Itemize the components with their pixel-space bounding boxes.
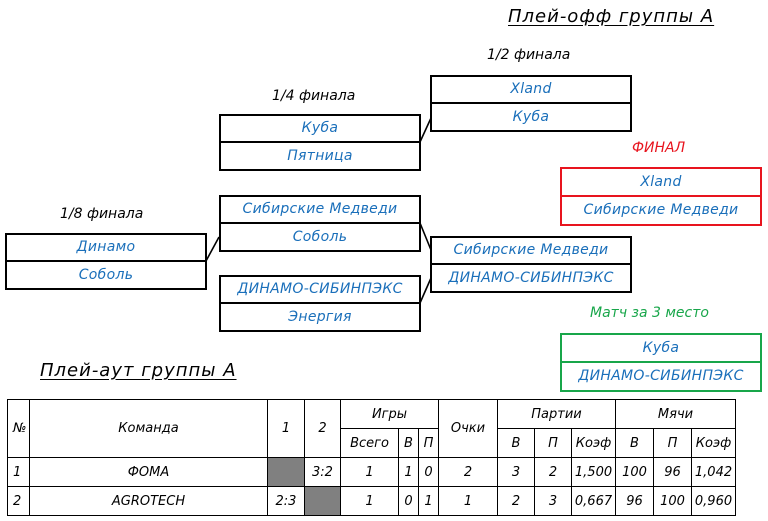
- row-games-w: 0: [398, 486, 419, 516]
- match-final-team1: Xland: [562, 169, 760, 197]
- row-balls-w: 100: [615, 457, 654, 487]
- playout-title: Плей-аут группы А: [40, 360, 237, 381]
- round-label-third: Матч за 3 место: [590, 305, 709, 321]
- header-games-l: П: [418, 428, 439, 458]
- connector-r16-qf2: [205, 236, 220, 262]
- header-points: Очки: [438, 399, 498, 458]
- row-self-cell: [304, 486, 341, 516]
- row-games-total: 1: [340, 486, 399, 516]
- match-sf2-team2: ДИНАМО-СИБИНПЭКС: [448, 269, 614, 286]
- connector-qf3-sf2: [419, 277, 432, 304]
- standings-table: № Команда 1 2 Игры Очки Партии Мячи Всег…: [7, 399, 736, 516]
- row-games-total: 1: [340, 457, 399, 487]
- row-team: ФОМА: [29, 457, 268, 487]
- match-qf3-team2: Энергия: [288, 308, 352, 325]
- match-r16: Динамо Соболь: [5, 233, 207, 290]
- connector-qf1-sf1: [419, 117, 432, 143]
- match-third-team2: ДИНАМО-СИБИНПЭКС: [578, 368, 744, 385]
- row-games-w: 1: [398, 457, 419, 487]
- header-games-w: В: [398, 428, 419, 458]
- match-third-team1: Куба: [562, 335, 760, 363]
- header-team: Команда: [29, 399, 268, 458]
- match-sf1-team1: Xland: [432, 77, 630, 104]
- row-games-l: 1: [418, 486, 439, 516]
- round-label-r16: 1/8 финала: [60, 206, 144, 222]
- match-qf2: Сибирские Медведи Соболь: [219, 195, 421, 252]
- row-balls-l: 96: [653, 457, 692, 487]
- match-qf1-team2: Пятница: [287, 147, 353, 164]
- row-sets-w: 2: [497, 486, 535, 516]
- header-balls-coef: Коэф: [691, 428, 736, 458]
- header-col-1: 1: [267, 399, 305, 458]
- header-games-total: Всего: [340, 428, 399, 458]
- row-sets-l: 3: [534, 486, 572, 516]
- header-sets-coef: Коэф: [571, 428, 616, 458]
- header-balls: Мячи: [615, 399, 736, 429]
- header-sets-w: В: [497, 428, 535, 458]
- match-qf1-team1: Куба: [221, 116, 419, 143]
- row-vs-2: 3:2: [304, 457, 341, 487]
- header-balls-w: В: [615, 428, 654, 458]
- row-balls-w: 96: [615, 486, 654, 516]
- round-label-final: ФИНАЛ: [632, 140, 686, 156]
- match-final-team2: Сибирские Медведи: [583, 202, 739, 219]
- match-third: Куба ДИНАМО-СИБИНПЭКС: [560, 333, 762, 392]
- row-points: 2: [438, 457, 498, 487]
- row-vs-1: 2:3: [267, 486, 305, 516]
- connector-qf2-sf2: [419, 222, 432, 251]
- row-balls-l: 100: [653, 486, 692, 516]
- match-qf2-team1: Сибирские Медведи: [221, 197, 419, 224]
- header-games: Игры: [340, 399, 439, 429]
- row-team: AGROTECH: [29, 486, 268, 516]
- match-r16-team2: Соболь: [78, 266, 134, 283]
- row-games-l: 0: [418, 457, 439, 487]
- match-qf3-team1: ДИНАМО-СИБИНПЭКС: [221, 277, 419, 304]
- playoff-title: Плей-офф группы А: [508, 6, 715, 27]
- row-num: 1: [7, 457, 30, 487]
- table-row: 2 AGROTECH 2:3 1 0 1 1 2 3 0,667 96 100 …: [7, 486, 736, 516]
- row-self-cell: [267, 457, 305, 487]
- round-label-qf: 1/4 финала: [272, 88, 356, 104]
- row-sets-l: 2: [534, 457, 572, 487]
- row-num: 2: [7, 486, 30, 516]
- match-qf1: Куба Пятница: [219, 114, 421, 171]
- header-sets: Партии: [497, 399, 616, 429]
- match-sf1: Xland Куба: [430, 75, 632, 132]
- table-row: 1 ФОМА 3:2 1 1 0 2 3 2 1,500 100 96 1,04…: [7, 457, 736, 487]
- header-balls-l: П: [653, 428, 692, 458]
- match-sf2: Сибирские Медведи ДИНАМО-СИБИНПЭКС: [430, 236, 632, 293]
- match-final: Xland Сибирские Медведи: [560, 167, 762, 226]
- match-qf3: ДИНАМО-СИБИНПЭКС Энергия: [219, 275, 421, 332]
- match-sf1-team2: Куба: [512, 108, 550, 125]
- row-sets-coef: 1,500: [571, 457, 616, 487]
- row-sets-coef: 0,667: [571, 486, 616, 516]
- row-sets-w: 3: [497, 457, 535, 487]
- header-col-2: 2: [304, 399, 341, 458]
- row-points: 1: [438, 486, 498, 516]
- header-num: №: [7, 399, 30, 458]
- match-qf2-team2: Соболь: [292, 228, 348, 245]
- match-sf2-team1: Сибирские Медведи: [432, 238, 630, 265]
- header-sets-l: П: [534, 428, 572, 458]
- match-r16-team1: Динамо: [7, 235, 205, 262]
- row-balls-coef: 1,042: [691, 457, 736, 487]
- row-balls-coef: 0,960: [691, 486, 736, 516]
- round-label-sf: 1/2 финала: [487, 47, 571, 63]
